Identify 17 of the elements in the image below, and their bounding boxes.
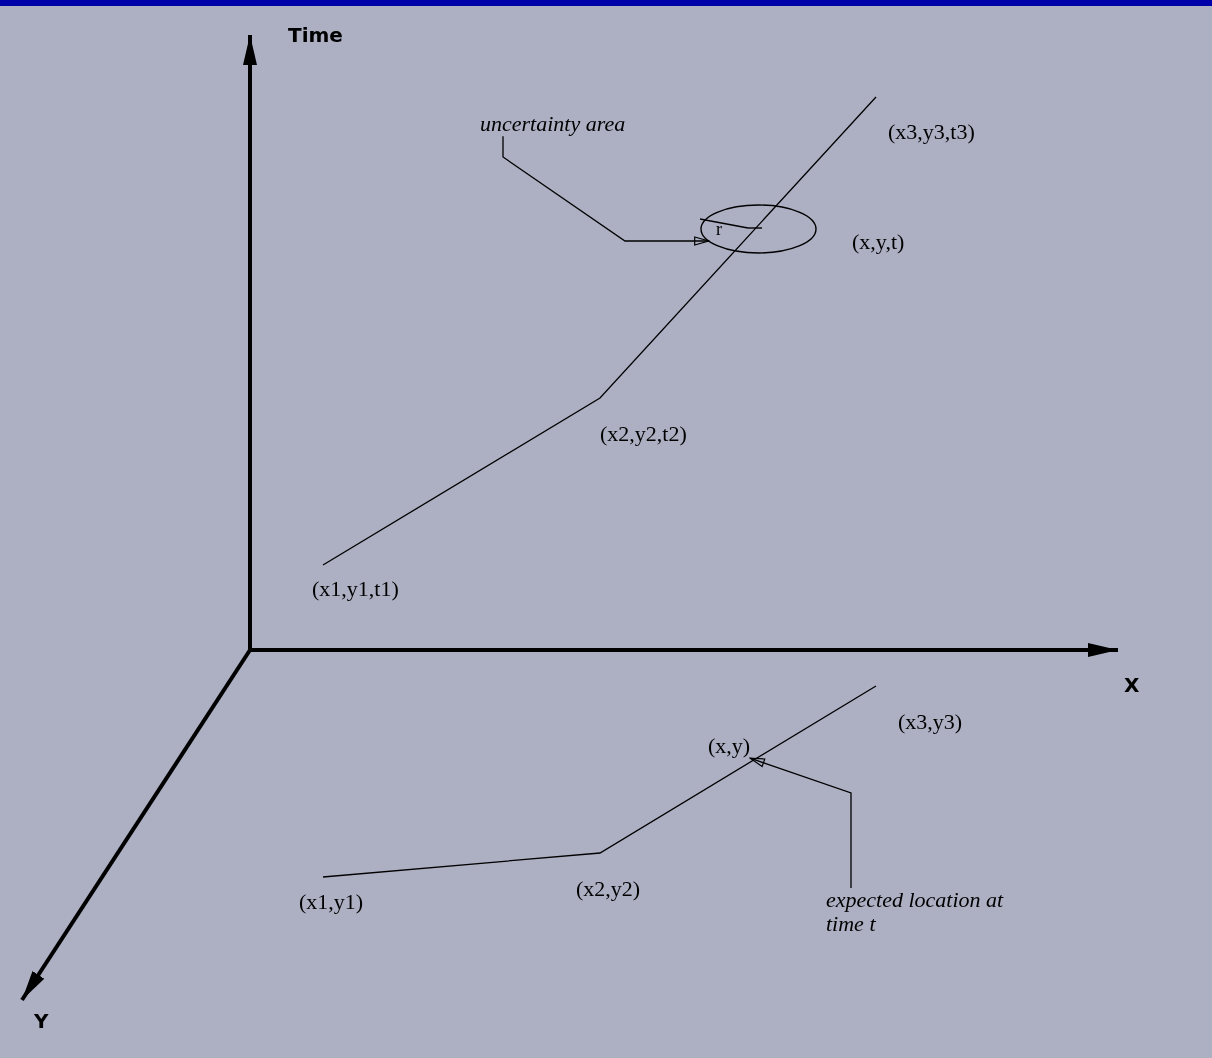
callout-text: expected location at time t <box>826 888 1026 937</box>
axis-label: Y <box>34 1010 49 1032</box>
callout-text: uncertainty area <box>480 112 626 137</box>
coordinate-label: (x1,y1) <box>299 890 364 915</box>
coordinate-label: (x3,y3) <box>898 710 963 735</box>
uncertainty-ellipse <box>700 204 817 254</box>
coordinate-label: (x1,y1,t1) <box>312 577 399 602</box>
leader-line <box>502 135 710 246</box>
axis-label: X <box>1124 674 1140 696</box>
radius-label: r <box>716 220 722 240</box>
coordinate-label: (x,y,t) <box>852 230 905 255</box>
coordinate-label: (x,y) <box>708 734 751 759</box>
leader-line <box>749 757 852 889</box>
axis-label: Time <box>288 24 343 46</box>
coordinate-label: (x2,y2,t2) <box>600 422 687 447</box>
coordinate-label: (x2,y2) <box>576 877 641 902</box>
coordinate-label: (x3,y3,t3) <box>888 120 975 145</box>
